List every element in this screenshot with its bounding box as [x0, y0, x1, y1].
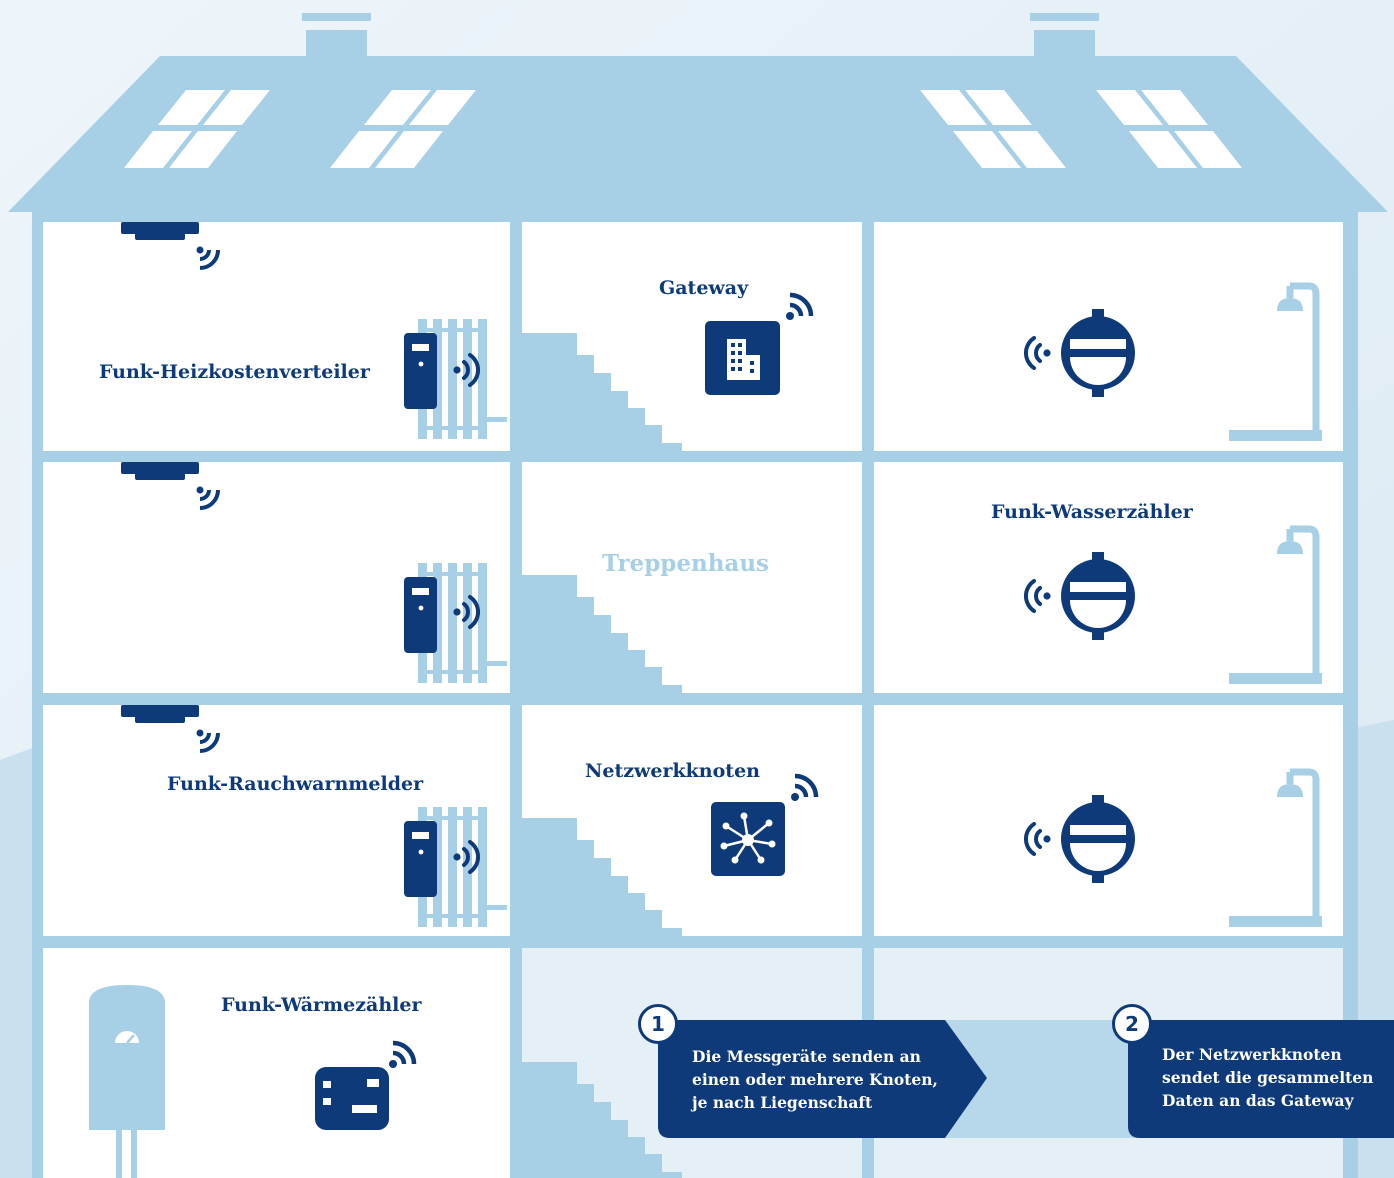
step-1-badge: 1	[638, 1004, 678, 1044]
step-1-line: Die Messgeräte senden an	[692, 1047, 921, 1066]
treppenhaus-label: Treppenhaus	[602, 550, 770, 577]
step-1-line: einen oder mehrere Knoten,	[692, 1070, 938, 1089]
step-2-line: sendet die gesammelten	[1162, 1068, 1374, 1087]
step-1-text: Die Messgeräte senden an einen oder mehr…	[692, 1045, 938, 1114]
gateway-device	[705, 321, 780, 395]
room-low-left	[43, 705, 510, 936]
boiler-icon	[89, 985, 165, 1178]
chimney-cap-left	[302, 13, 371, 21]
network-node-device	[711, 802, 785, 876]
skylight-4	[1096, 90, 1242, 168]
network-node-icon	[720, 812, 776, 864]
roof	[8, 56, 1388, 212]
step-2-line: Daten an das Gateway	[1162, 1091, 1354, 1110]
gateway-label: Gateway	[659, 277, 749, 299]
background-shape-left	[0, 745, 40, 1178]
waermezaehler-label: Funk-Wärmezähler	[221, 994, 422, 1016]
step-1-line: je nach Liegenschaft	[692, 1093, 873, 1112]
step-banner-1	[658, 1020, 1150, 1138]
step-2-badge: 2	[1112, 1004, 1152, 1044]
heat-meter-icon	[315, 1067, 389, 1130]
step-banner-2	[1128, 1020, 1394, 1138]
netzwerkknoten-label: Netzwerkknoten	[585, 760, 760, 782]
rauchwarnmelder-label: Funk-Rauchwarnmelder	[167, 773, 424, 795]
step-2-line: Der Netzwerkknoten	[1162, 1045, 1342, 1064]
step-2-text: Der Netzwerkknoten sendet die gesammelte…	[1162, 1043, 1373, 1112]
heizkostenverteiler-label: Funk-Heizkostenverteiler	[99, 361, 370, 383]
wasserzaehler-label: Funk-Wasserzähler	[991, 501, 1193, 523]
skylight-3	[920, 90, 1066, 168]
chimney-cap-right	[1030, 13, 1099, 21]
skylight-2	[330, 90, 476, 168]
skylight-1	[124, 90, 270, 168]
